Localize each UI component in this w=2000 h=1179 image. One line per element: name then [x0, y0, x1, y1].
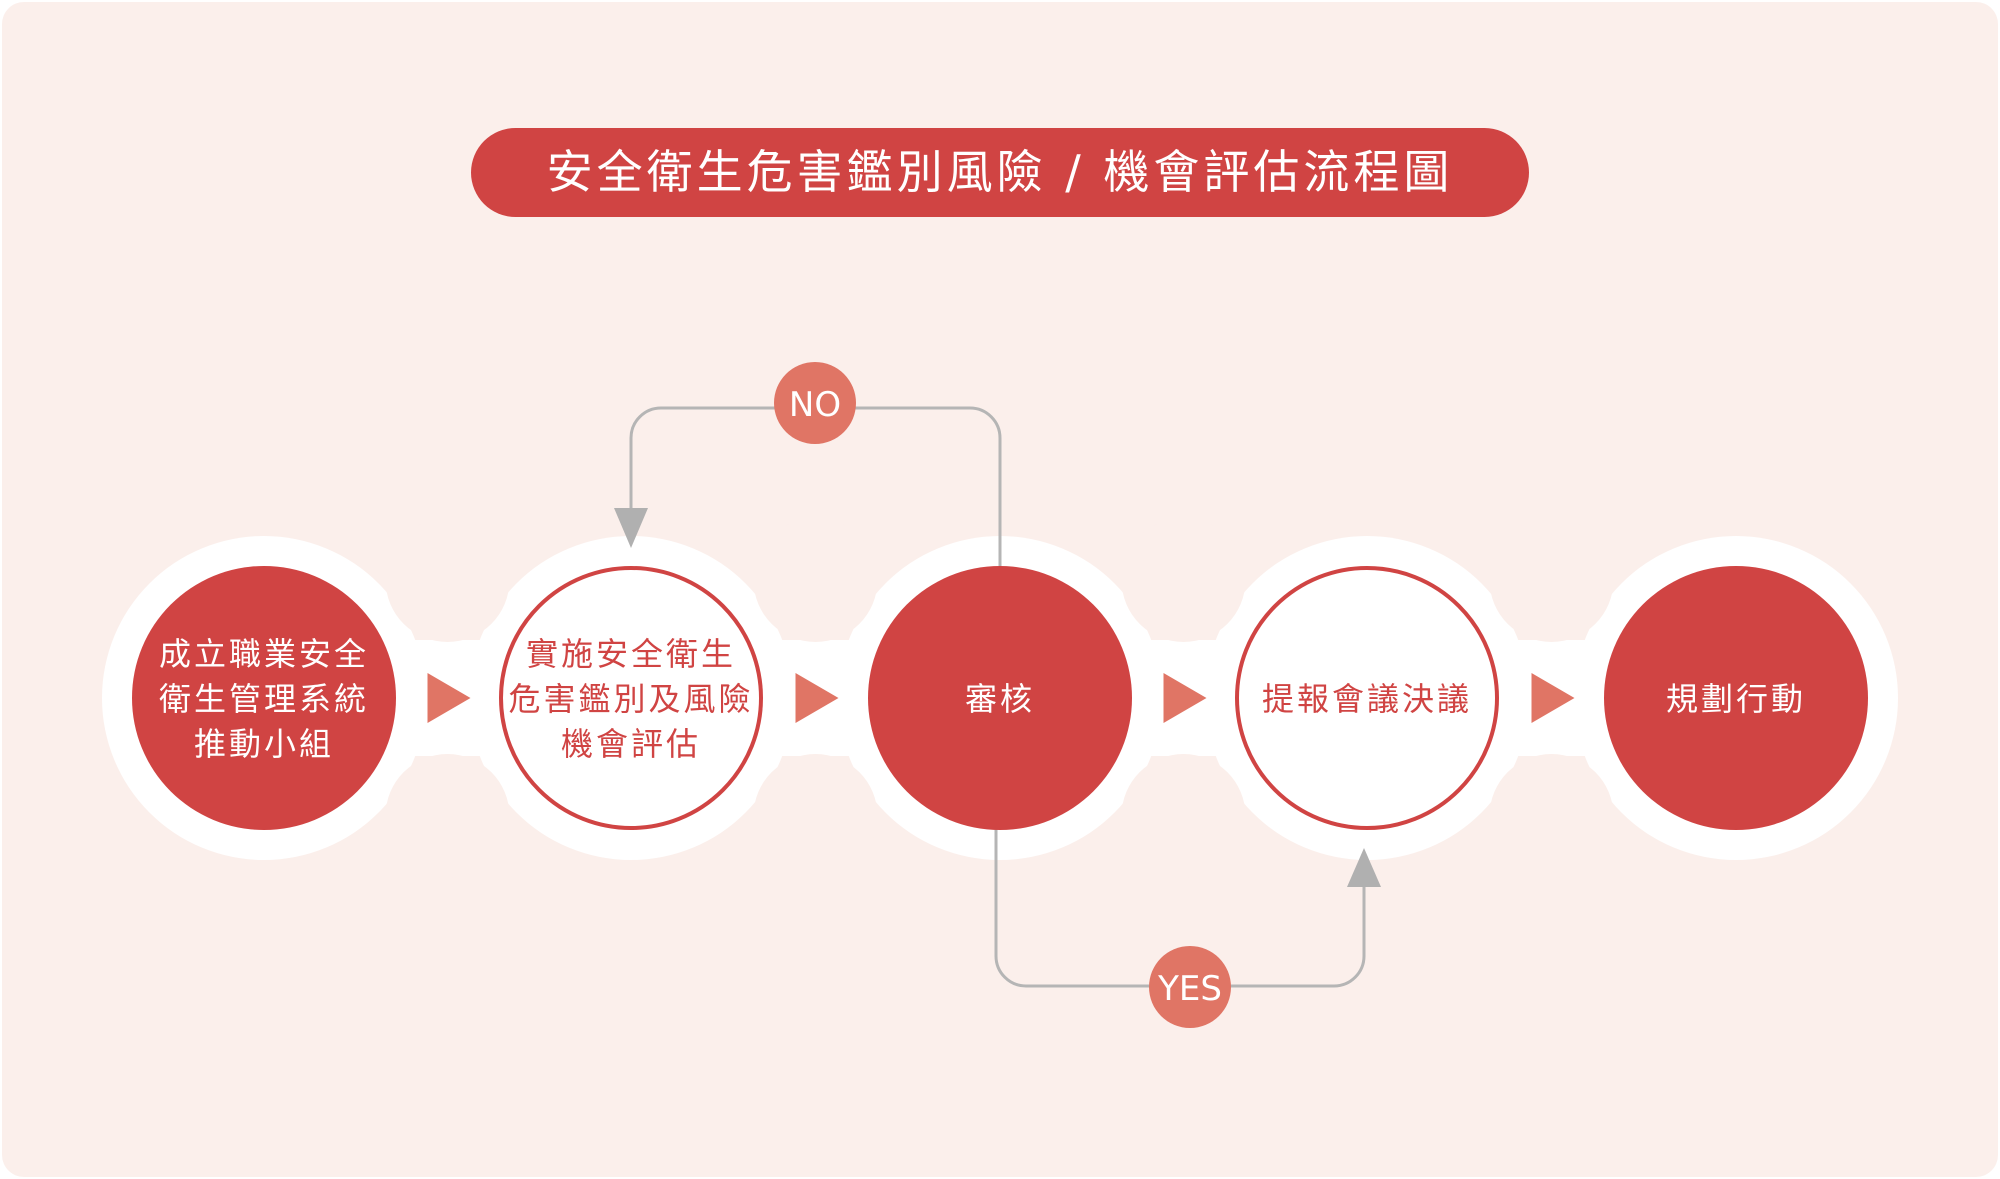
- arrow-down-icon: [614, 508, 648, 548]
- step-label: 衛生管理系統: [159, 680, 369, 718]
- step-circle: [499, 566, 763, 830]
- step-label: 成立職業安全: [159, 635, 369, 673]
- step-label: 規劃行動: [1666, 680, 1806, 718]
- no-label: NO: [789, 385, 841, 425]
- step-label: 提報會議決議: [1262, 680, 1472, 718]
- arrow-right-icon: [427, 673, 471, 723]
- neck-cutout: [1489, 518, 1614, 642]
- step-circle: [1235, 566, 1499, 830]
- step-label: 機會評估: [561, 725, 701, 763]
- step-circle: [132, 566, 396, 830]
- step-label: 危害鑑別及風險: [508, 680, 753, 718]
- title-pill: 安全衛生危害鑑別風險 / 機會評估流程圖: [471, 128, 1529, 217]
- page-title: 安全衛生危害鑑別風險 / 機會評估流程圖: [547, 145, 1454, 199]
- step-label: 實施安全衛生: [526, 635, 736, 673]
- arrow-right-icon: [795, 673, 839, 723]
- neck-cutout: [385, 754, 510, 878]
- step-circle: [868, 566, 1132, 830]
- arrow-right-icon: [1163, 673, 1207, 723]
- neck-cutout: [1121, 754, 1246, 878]
- yes-label: YES: [1157, 969, 1222, 1009]
- neck-cutout: [385, 518, 510, 642]
- step-label: 推動小組: [194, 725, 334, 763]
- neck-cutout: [753, 518, 878, 642]
- neck-cutout: [1121, 518, 1246, 642]
- step-label: 審核: [965, 680, 1035, 718]
- step-node-4: 提報會議決議: [1235, 566, 1499, 830]
- step-circle: [1604, 566, 1868, 830]
- neck-cutout: [1489, 754, 1614, 878]
- neck-cutout: [753, 754, 878, 878]
- yes-badge: YES: [1149, 946, 1231, 1028]
- step-node-3: 審核: [868, 566, 1132, 830]
- step-node-5: 規劃行動: [1604, 566, 1868, 830]
- arrow-up-icon: [1347, 848, 1381, 887]
- arrow-right-icon: [1531, 673, 1575, 723]
- no-badge: NO: [774, 362, 856, 444]
